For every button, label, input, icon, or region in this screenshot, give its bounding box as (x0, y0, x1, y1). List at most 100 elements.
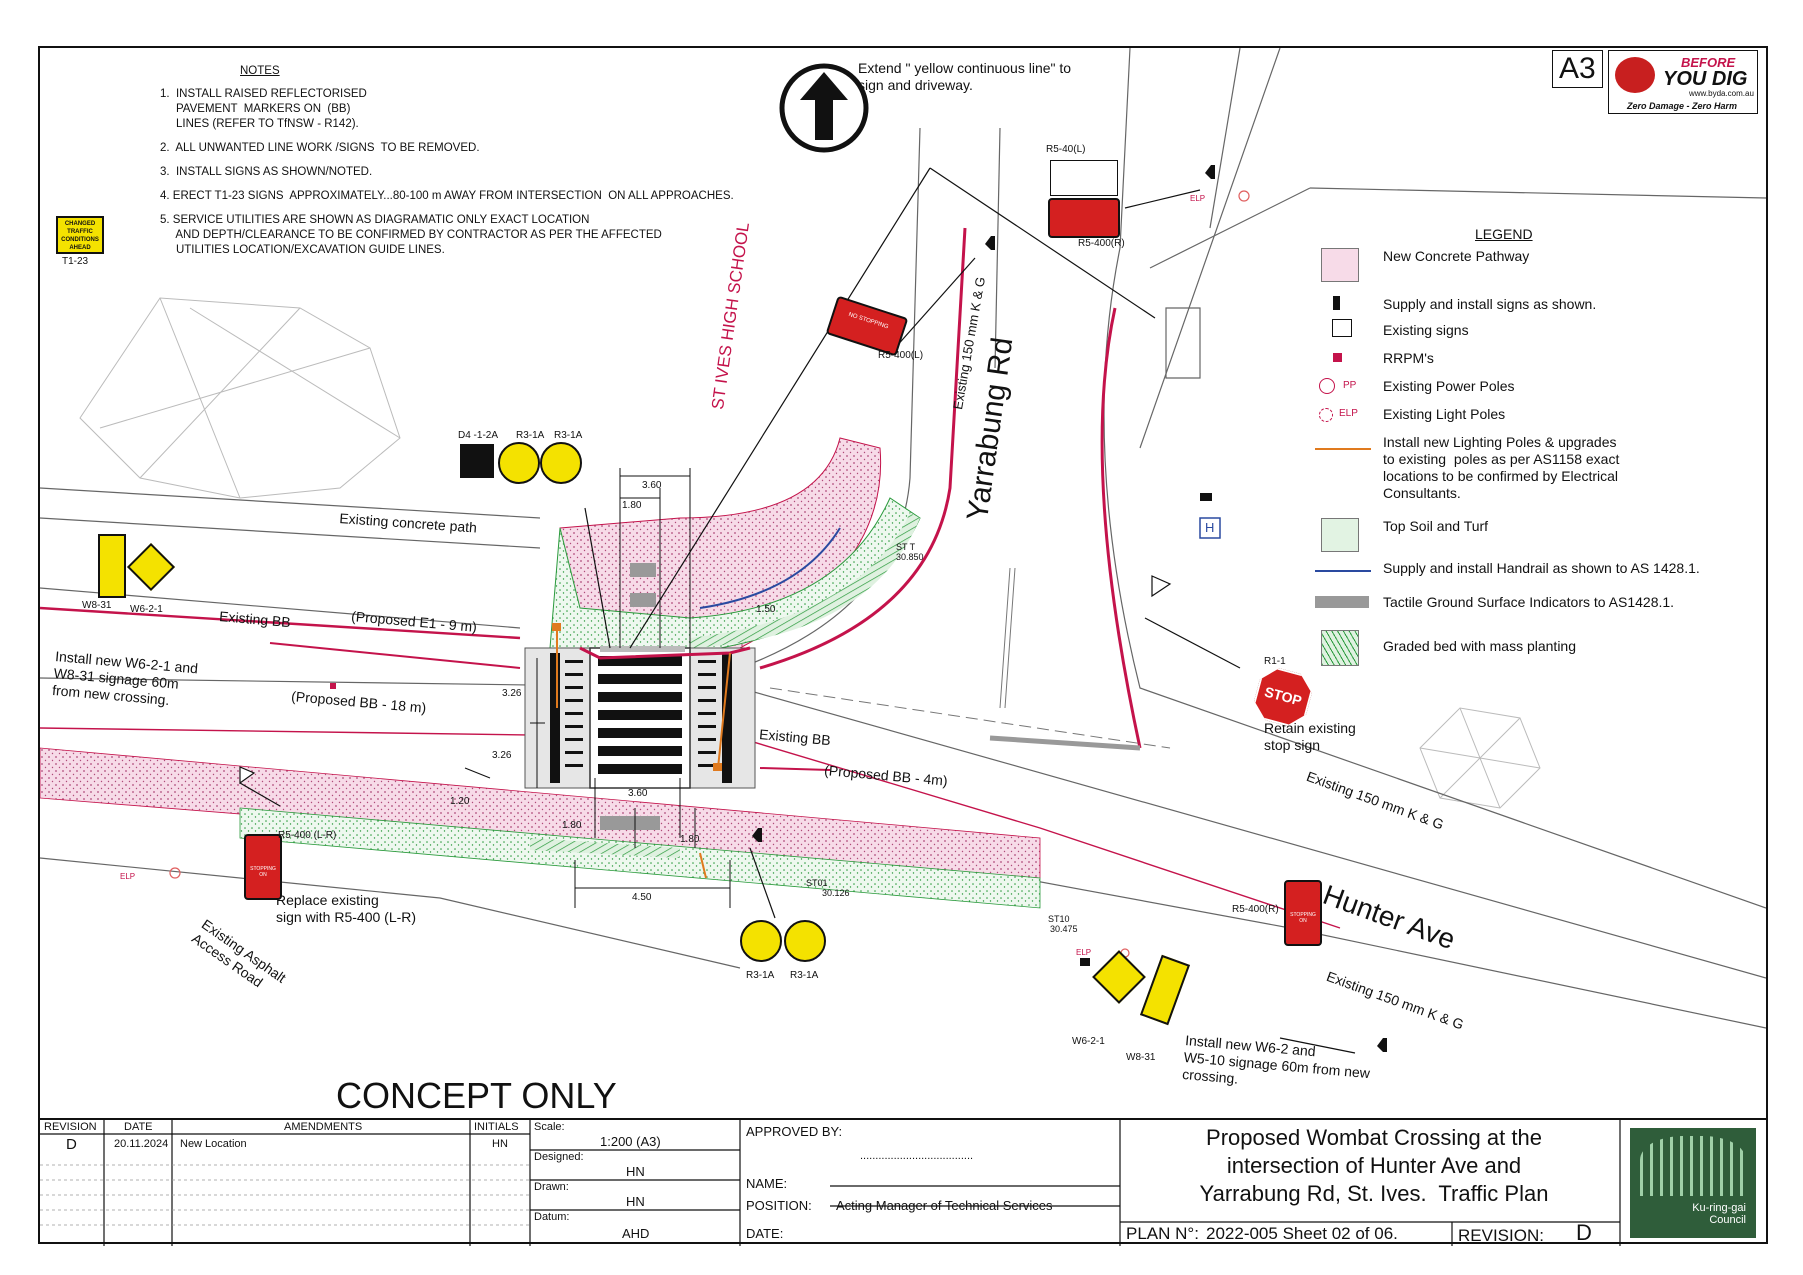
t1-23-sign-text: CHANGED TRAFFIC CONDITIONS AHEAD (61, 221, 99, 251)
sign-post-icons (752, 165, 1387, 1052)
sign-code-r3-d: R3-1A (790, 970, 819, 981)
level-st10-value: 30.475 (1050, 924, 1078, 934)
tb-plan-no: 2022-005 Sheet 02 of 06. (1206, 1224, 1398, 1243)
elp-label-c: ELP (1076, 948, 1092, 957)
sign-code-r1-1: R1-1 (1264, 656, 1286, 667)
turf-swatch (1321, 518, 1359, 552)
byd-line2: YOU DIG (1663, 68, 1748, 90)
note-4: 4. ERECT T1-23 SIGNS APPROXIMATELY...80-… (160, 190, 734, 202)
d4-sign-icon (460, 444, 494, 478)
legend-label: Existing Power Poles (1383, 378, 1515, 394)
legend-label: RRPM's (1383, 350, 1434, 366)
sign-install-icon (1333, 296, 1340, 310)
leader-lines (239, 167, 1356, 1054)
proposed-lighting (552, 623, 731, 879)
dim-180-right: 1.80 (680, 834, 700, 845)
note-5: 5. SERVICE UTILITIES ARE SHOWN AS DIAGRA… (160, 214, 662, 256)
power-pole-icon (1319, 378, 1335, 394)
existing-sign-icon (1151, 575, 1172, 598)
dim-120: 1.20 (450, 796, 470, 807)
tb-h-initials: INITIALS (474, 1121, 519, 1133)
pit-icon-2 (1080, 958, 1090, 966)
tb-position: Acting Manager of Technical Services (836, 1198, 1053, 1213)
note-2: 2. ALL UNWANTED LINE WORK /SIGNS TO BE R… (160, 142, 480, 154)
before-you-dig-logo: BEFORE YOU DIG www.byda.com.au Zero Dama… (1608, 50, 1758, 114)
tb-plan-label: PLAN N°: (1126, 1224, 1199, 1243)
lane-lines (769, 567, 1171, 751)
retain-stop-note: Retain existing stop sign (1264, 720, 1356, 753)
legend-item-planting: Graded bed with mass planting (1315, 630, 1755, 666)
elp-label-b: ELP (120, 872, 136, 881)
tb-rev: D (66, 1136, 77, 1153)
no-stopping-text: NO STOPPING (847, 311, 890, 331)
note-1: 1. INSTALL RAISED REFLECTORISED PAVEMENT… (160, 88, 367, 130)
rrpm-icon (1333, 353, 1342, 362)
turf-south (239, 807, 1041, 909)
tb-drawn-label: Drawn: (534, 1181, 569, 1193)
dim-360-top: 3.60 (642, 480, 662, 491)
level-st10: ST10 (1048, 914, 1070, 924)
t1-23-sign: CHANGED TRAFFIC CONDITIONS AHEAD (56, 216, 104, 254)
concept-only-label: CONCEPT ONLY (336, 1075, 617, 1116)
tb-datum-label: Datum: (534, 1211, 570, 1223)
dim-180-top: 1.80 (622, 500, 642, 511)
notes-heading: NOTES (240, 65, 280, 77)
r5-400r-top-sign-icon (1048, 198, 1120, 238)
dim-450: 4.50 (632, 892, 652, 903)
legend-label: Graded bed with mass planting (1383, 638, 1576, 654)
r5-400r-sign-icon: STOPPING ON (1284, 880, 1322, 946)
sign-code-r3-b: R3-1A (554, 430, 583, 441)
planting-bed-corner (690, 513, 920, 648)
legend-label: Install new Lighting Poles & upgrades to… (1383, 434, 1620, 501)
tb-name-label: NAME: (746, 1176, 788, 1191)
tb-scale-label: Scale: (534, 1121, 565, 1133)
dimension-lines (464, 468, 731, 908)
sign-code-r5-400r: R5-400(R) (1232, 904, 1279, 915)
sign-code-r5-400r-top: R5-400(R) (1078, 238, 1125, 249)
stopping-on-text-left: STOPPING ON (250, 866, 276, 878)
byd-map-icon (1615, 57, 1655, 93)
light-pole-icon (1319, 408, 1333, 422)
sign-code-w8-left: W8-31 (82, 600, 112, 611)
sign-code-w6-right: W6-2-1 (1072, 1036, 1105, 1047)
tb-initials: HN (492, 1138, 508, 1150)
legend-label: Supply and install signs as shown. (1383, 296, 1597, 312)
legend-item-pathway: New Concrete Pathway (1315, 248, 1755, 282)
existing-sign-icon (1332, 319, 1352, 337)
level-st-top: ST T (896, 542, 916, 552)
sign-code-r5-400l: R5-400(L) (878, 350, 924, 361)
handrail (699, 527, 841, 609)
dim-180-left: 1.80 (562, 820, 582, 831)
tb-revision-label: REVISION: (1458, 1226, 1544, 1245)
legend-item-sign-install: Supply and install signs as shown. (1315, 296, 1755, 324)
byd-url: www.byda.com.au (1689, 89, 1754, 98)
tb-title: Proposed Wombat Crossing at the intersec… (1199, 1125, 1549, 1206)
planting-bed-south (530, 838, 680, 858)
sign-code-r3-a: R3-1A (516, 430, 545, 441)
tree-outlines (79, 297, 1541, 809)
existing-sign-icon-2 (239, 766, 256, 785)
tb-amend: New Location (180, 1138, 247, 1150)
legend-item-new-light: Install new Lighting Poles & upgrades to… (1315, 434, 1755, 501)
level-st01: ST01 (806, 878, 828, 888)
level-top: 30.850 (896, 552, 924, 562)
sign-code-d4: D4 -1-2A (458, 430, 499, 441)
tb-datum: AHD (622, 1226, 650, 1241)
legend-label: Existing signs (1383, 322, 1469, 338)
tb-date: 20.11.2024 (114, 1138, 169, 1150)
notes-block: NOTES 1. INSTALL RAISED REFLECTORISED PA… (160, 64, 734, 267)
north-arrow-icon (779, 63, 869, 153)
legend-item-light-pole: ELP Existing Light Poles (1315, 406, 1755, 434)
tb-h-date: DATE (124, 1121, 153, 1133)
tb-date-label: DATE: (746, 1226, 784, 1241)
r3-1a-sign-icon-c (740, 920, 782, 962)
dim-326-b: 3.26 (492, 750, 512, 761)
pit-icon (1200, 493, 1212, 501)
new-lighting-icon (1315, 448, 1371, 450)
legend-item-rrpm: RRPM's (1315, 350, 1755, 378)
tb-position-label: POSITION: (746, 1198, 812, 1213)
legend-item-sign-existing: Existing signs (1315, 319, 1755, 350)
title-block-grid (40, 1120, 1621, 1246)
dim-326-a: 3.26 (502, 688, 522, 699)
elp-label-a: ELP (1190, 194, 1206, 203)
